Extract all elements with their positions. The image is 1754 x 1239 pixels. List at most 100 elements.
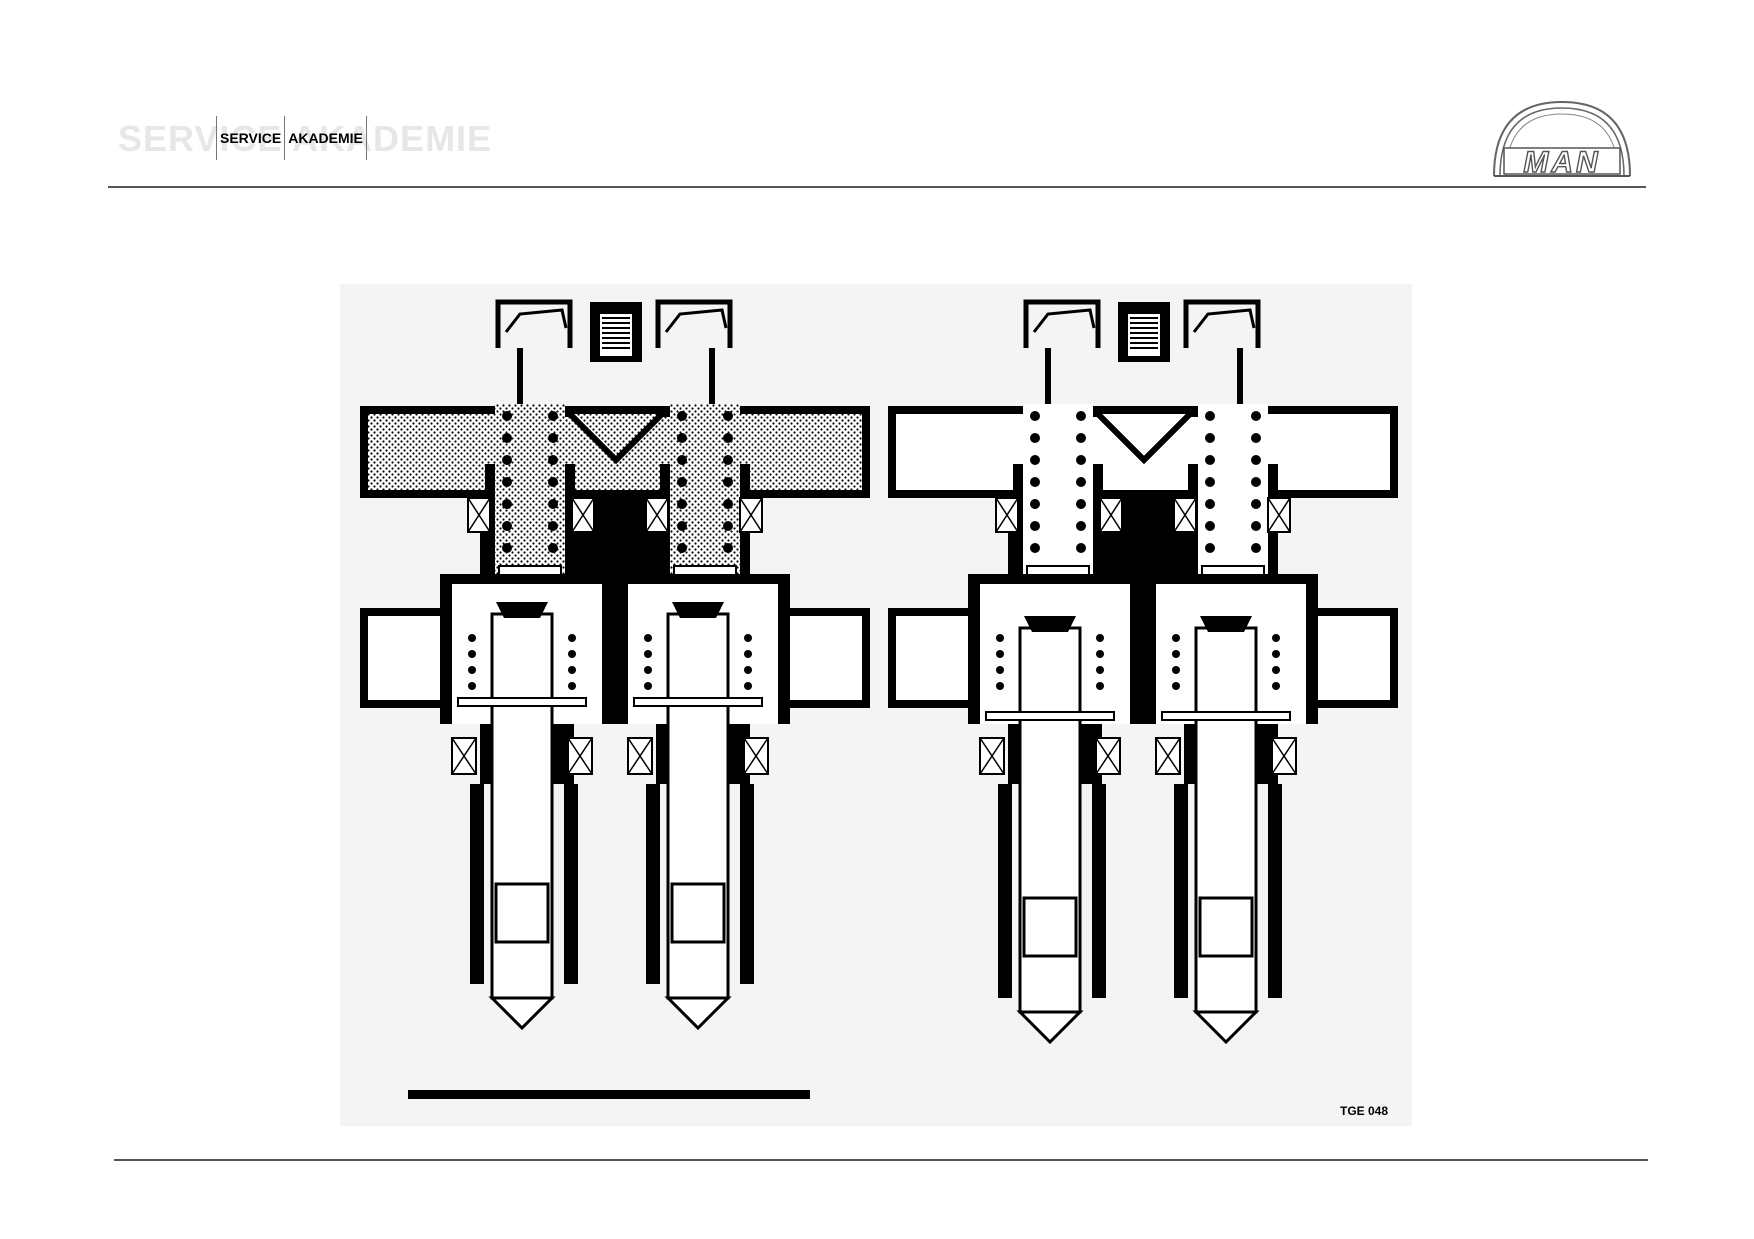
cover-spring — [1192, 308, 1256, 333]
seal-cross — [1267, 497, 1291, 533]
spring-coil — [744, 650, 752, 658]
cover-spring — [664, 308, 728, 333]
spring-coil — [1251, 543, 1261, 553]
spring-coil — [644, 682, 652, 690]
seal-cross — [1173, 497, 1197, 533]
spring-coil — [723, 477, 733, 487]
nozzle-wall — [646, 784, 660, 984]
spring-coil — [723, 411, 733, 421]
injection-nozzle-diagram — [340, 284, 1412, 1126]
spring-coil — [996, 634, 1004, 642]
cover-cap — [655, 299, 733, 348]
spring-coil — [502, 433, 512, 443]
footer-divider — [114, 1159, 1648, 1161]
needle-guide — [1022, 896, 1078, 958]
spring-coil — [1272, 666, 1280, 674]
seal-cross — [739, 497, 763, 533]
spring-coil — [744, 666, 752, 674]
brand-word-akademie: AKADEMIE — [284, 116, 367, 160]
seal-cross — [1099, 497, 1123, 533]
spring-coil — [677, 433, 687, 443]
seal-cross — [979, 737, 1005, 775]
spring-coil — [644, 666, 652, 674]
cover-cap — [1183, 299, 1261, 348]
spring-coil — [568, 682, 576, 690]
spring-coil — [1172, 634, 1180, 642]
spring-coil — [1205, 477, 1215, 487]
seal-cross — [567, 737, 593, 775]
spring-coil — [1205, 499, 1215, 509]
spring-coil — [1030, 521, 1040, 531]
seal-cross — [1155, 737, 1181, 775]
spring-coil — [1251, 521, 1261, 531]
spring-coil — [502, 411, 512, 421]
spring-coil — [1096, 634, 1104, 642]
spring-coil — [996, 650, 1004, 658]
nozzle-tip — [664, 996, 732, 1031]
spring-coil — [1096, 682, 1104, 690]
spring-coil — [1172, 666, 1180, 674]
spring-coil — [568, 634, 576, 642]
spring-coil — [1030, 499, 1040, 509]
seal-cross — [451, 737, 477, 775]
spring-coil — [677, 543, 687, 553]
nozzle-wall — [1174, 784, 1188, 998]
spring-coil — [644, 650, 652, 658]
spring-coil — [1096, 650, 1104, 658]
spring-coil — [1205, 433, 1215, 443]
pressure-pin — [1024, 616, 1076, 632]
spring-coil — [548, 499, 558, 509]
spring-coil — [723, 455, 733, 465]
spring-plate — [1161, 711, 1291, 721]
nozzle-wall — [1268, 784, 1282, 998]
center-bolt-thread — [1128, 314, 1160, 356]
spring-coil — [548, 433, 558, 443]
spring-coil — [744, 634, 752, 642]
seal-cross — [645, 497, 669, 533]
spring-coil — [1205, 521, 1215, 531]
guide-wall — [1093, 464, 1103, 564]
spring-coil — [468, 682, 476, 690]
spring-coil — [468, 634, 476, 642]
spring-coil — [1030, 477, 1040, 487]
spring-coil — [723, 521, 733, 531]
spring-coil — [677, 477, 687, 487]
spring-coil — [1272, 650, 1280, 658]
upper-chamber — [896, 414, 1390, 490]
spring-coil — [548, 477, 558, 487]
figure-reference: TGE 048 — [1340, 1104, 1389, 1118]
pressure-pin — [1200, 616, 1252, 632]
seal-cross — [571, 497, 595, 533]
spring-coil — [1251, 455, 1261, 465]
spring-coil — [996, 666, 1004, 674]
seal-cross — [995, 497, 1019, 533]
spring-coil — [502, 499, 512, 509]
upper-chamber — [368, 414, 862, 490]
spring-coil — [644, 634, 652, 642]
center-bolt-thread — [600, 314, 632, 356]
spring-plate — [633, 697, 763, 707]
spring-coil — [502, 477, 512, 487]
spring-coil — [1076, 477, 1086, 487]
spring-coil — [1205, 411, 1215, 421]
guide-wall — [565, 464, 575, 564]
spring-coil — [744, 682, 752, 690]
spring-coil — [996, 682, 1004, 690]
brand-label: SERVICE AKADEMIE — [216, 116, 367, 160]
header-divider — [108, 186, 1646, 188]
spring-coil — [1076, 521, 1086, 531]
spring-plate — [985, 711, 1115, 721]
spring-coil — [1272, 634, 1280, 642]
spring-coil — [1096, 666, 1104, 674]
spring-coil — [548, 521, 558, 531]
right-nozzle-assembly — [888, 299, 1398, 1045]
spring-coil — [1205, 455, 1215, 465]
spring-coil — [723, 433, 733, 443]
logo-wordmark: MAN — [1523, 145, 1601, 179]
nozzle-base-plate — [408, 1090, 810, 1099]
left-nozzle-assembly — [360, 299, 870, 1031]
spring-coil — [1076, 499, 1086, 509]
seal-cross — [627, 737, 653, 775]
spring-coil — [1172, 650, 1180, 658]
nozzle-wall — [998, 784, 1012, 998]
